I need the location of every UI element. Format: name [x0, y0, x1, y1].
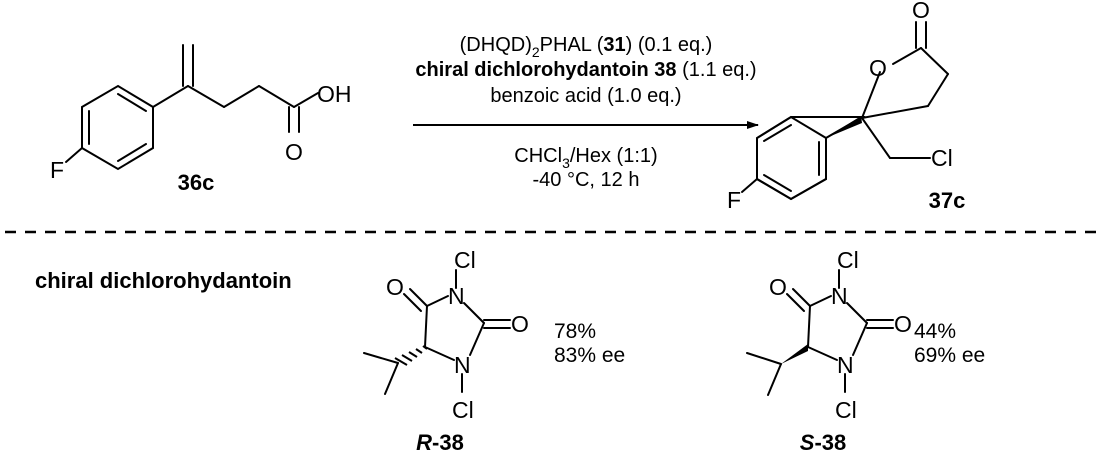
c-f-bond — [65, 147, 83, 163]
r38-n3-label: N — [454, 352, 471, 378]
r38-structure: O O N N Cl Cl — [363, 247, 529, 423]
c-oh-bond — [293, 92, 319, 108]
reactant-carbonyl-o-label: O — [285, 139, 303, 165]
bold-wedge-bond — [781, 344, 808, 364]
s38-carbonyl-o-label: O — [769, 274, 787, 300]
reactant-fluorine-label: F — [50, 157, 64, 183]
r38-ee: 83% ee — [554, 344, 625, 367]
s38-structure: O O N N Cl Cl — [746, 247, 912, 423]
product-fluorine-label: F — [727, 187, 741, 213]
s38-carbonyl-o2-label: O — [894, 311, 912, 337]
r38-carbonyl-o-label: O — [386, 274, 404, 300]
s38-label: S-38 — [800, 430, 846, 455]
condition-catalyst: (DHQD)2PHAL (31) (0.1 eq.) — [460, 34, 713, 60]
lactone-ring — [861, 71, 881, 119]
s38-cl2-label: Cl — [835, 397, 857, 423]
s38-ee: 69% ee — [914, 344, 985, 367]
chloromethyl-bond — [861, 117, 891, 159]
s38-cl1-label: Cl — [837, 247, 859, 273]
screening-heading: chiral dichlorohydantoin — [35, 268, 292, 293]
product-37c-structure: O O Cl F — [727, 0, 953, 213]
aryl-alkene-bond — [152, 85, 189, 108]
stereo-wedge-bond — [826, 116, 862, 138]
s38-yield: 44% — [914, 320, 956, 343]
product-chlorine-label: Cl — [931, 145, 953, 171]
r38-carbonyl-o2-label: O — [511, 311, 529, 337]
s38-n3-label: N — [837, 352, 854, 378]
r38-yield: 78% — [554, 320, 596, 343]
product-compound-label: 37c — [929, 188, 966, 213]
product-c-f-bond — [741, 178, 758, 193]
condition-solvent: CHCl3/Hex (1:1) — [514, 145, 657, 171]
r38-n1-label: N — [448, 283, 465, 309]
r38-cl1-label: Cl — [454, 247, 476, 273]
product-ring-o-label: O — [869, 55, 887, 81]
product-carbonyl-o-label: O — [912, 0, 930, 23]
condition-chlorinating-agent: chiral dichlorohydantoin 38 (1.1 eq.) — [415, 59, 756, 81]
reactant-benzene-ring — [81, 84, 154, 171]
chain-bond — [187, 85, 225, 108]
reactant-36c-structure: F OH O — [50, 44, 352, 183]
reactant-compound-label: 36c — [178, 170, 215, 195]
r38-label: R-38 — [416, 430, 464, 455]
s38-n1-label: N — [831, 283, 848, 309]
reactant-hydroxyl-label: OH — [317, 81, 352, 107]
hashed-wedge-bond — [394, 345, 428, 366]
r38-cl2-label: Cl — [452, 397, 474, 423]
condition-temperature-time: -40 °C, 12 h — [533, 169, 640, 191]
condition-additive: benzoic acid (1.0 eq.) — [490, 85, 681, 107]
